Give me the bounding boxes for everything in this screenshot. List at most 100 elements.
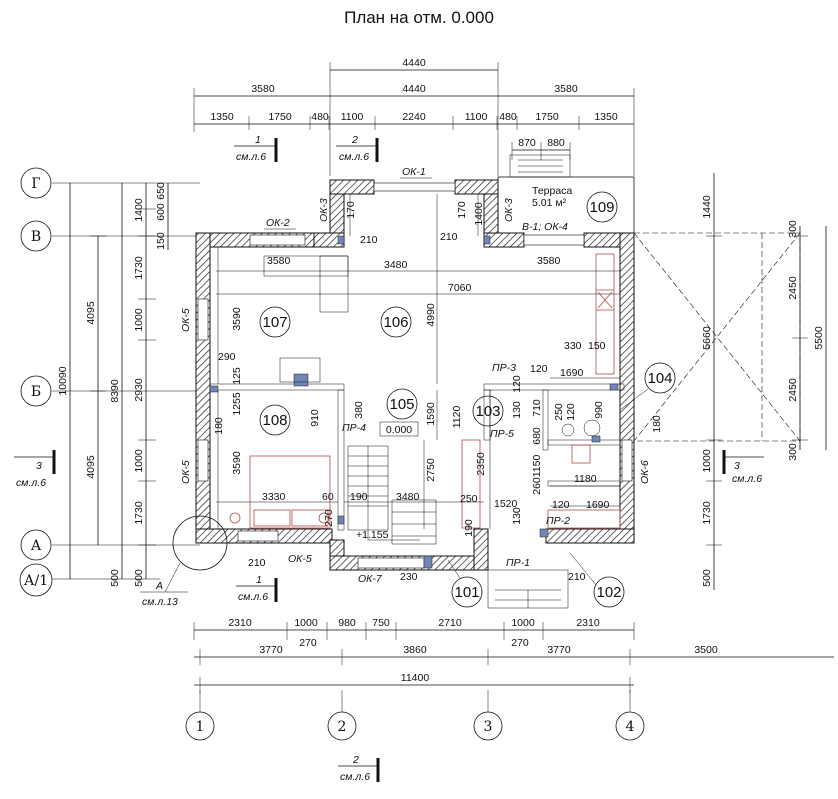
idim-9: 4990 [425, 303, 437, 327]
dim-top-r2-3: 1100 [341, 111, 364, 123]
level-stair: +1.155 [356, 529, 389, 541]
idim-20: 2750 [425, 458, 437, 482]
idim-6: 3480 [384, 259, 408, 271]
label-ok1: ОК-1 [402, 166, 426, 178]
room-105: 105 [386, 388, 418, 420]
room-108-label: 108 [262, 412, 287, 429]
label-pr3: ПР-3 [492, 362, 516, 374]
idim-2: 170 [456, 201, 468, 219]
idim-49: 230 [400, 571, 418, 583]
idim-50: 210 [568, 571, 586, 583]
dim-terrace-1: 880 [547, 137, 565, 149]
idim-43: 1180 [574, 473, 597, 485]
s3-right-num: 3 [734, 460, 740, 472]
idim-11: 290 [218, 351, 236, 363]
idim-17: 1120 [451, 406, 463, 429]
stairs [347, 445, 437, 545]
axis-1: 1 [185, 711, 215, 741]
dim-left-inner-1: 1730 [133, 256, 145, 280]
dim-right-a-1: 5660 [701, 326, 713, 350]
dim-left-mid-1: 8390 [109, 379, 121, 403]
label-ok4: В-1; ОК-4 [522, 221, 568, 233]
idim-25: 270 [323, 509, 335, 527]
idim-1: 1400 [473, 202, 485, 226]
dim-bot-small-0: 270 [299, 637, 317, 649]
s2-bot-ref: см.л.6 [340, 771, 370, 783]
room-108: 108 [259, 404, 291, 436]
dim-right-a-2: 1000 [701, 449, 713, 473]
dim-top-r1-1: 4440 [402, 83, 426, 95]
dim-right-b-3: 300 [787, 443, 799, 461]
dim-left-inner-3: 1730 [133, 501, 145, 525]
dim-bot-r2-3: 3500 [694, 644, 718, 656]
dim-right-a-0: 1440 [701, 195, 713, 219]
s1-top-num: 1 [255, 134, 261, 146]
dim-top-r1-0: 3580 [251, 83, 275, 95]
dim-top-row0: 4440 [402, 57, 426, 69]
axis-3: 3 [473, 711, 503, 741]
dim-left-inner-4: 500 [133, 569, 145, 587]
dim-left-inner-0: 1400 [133, 198, 145, 222]
idim-7: 3580 [537, 255, 561, 267]
plan-title: План на отм. 0.000 [344, 8, 494, 27]
dim-left-outer: 10090 [57, 366, 69, 395]
label-ok3-right: ОК-3 [503, 198, 515, 222]
s3-left-num: 3 [36, 460, 42, 472]
level-marks: 0.000 +1.155 [356, 421, 419, 541]
axis-bubbles: 1 2 3 4 Г В Б А А/1 [19, 167, 645, 741]
room-106-label: 106 [383, 314, 408, 331]
entrance [487, 569, 569, 609]
dim-top-r2-1: 1750 [268, 111, 292, 123]
axis-label-A1: А/1 [24, 573, 48, 589]
idim-47: 180 [651, 415, 663, 433]
dim-top-r2-0: 1350 [210, 111, 234, 123]
dim-bot-r2-2: 3770 [547, 644, 571, 656]
top-dimensions: 4440 3580 4440 3580 1350 1750 480 1100 2… [193, 57, 635, 176]
s1-bot-num: 1 [256, 574, 262, 586]
dim-terrace-0: 870 [518, 137, 536, 149]
s2-top-ref: см.л.6 [339, 151, 369, 163]
dim-top-r2-5: 1100 [465, 111, 488, 123]
dim-right-c: 5500 [813, 326, 825, 350]
dim-right-a-3: 1730 [701, 501, 713, 525]
label-pr5: ПР-5 [490, 428, 514, 440]
section-3-right: 3 см.л.6 [722, 450, 764, 485]
right-dimensions: 1440 5660 1000 1730 500 300 2450 2450 30… [701, 173, 827, 590]
idim-30: 120 [530, 363, 548, 375]
idim-39: 990 [593, 401, 605, 419]
bottom-dimensions: 2310 1000 980 750 2710 1000 2310 270 270… [193, 617, 834, 693]
label-ok5-bottom: ОК-5 [288, 553, 312, 565]
idim-32: 330 [564, 340, 582, 352]
idim-10: 3590 [231, 307, 243, 331]
axis-4: 4 [615, 711, 645, 741]
room-103-label: 103 [475, 403, 500, 420]
dim-left-detail-1: 600 [155, 203, 167, 221]
canopy [633, 232, 801, 442]
idim-21: 3330 [262, 491, 286, 503]
room-109: 109 [586, 191, 618, 223]
dim-top-r1-2: 3580 [554, 83, 578, 95]
axis-B: Б [20, 375, 52, 407]
furniture [229, 253, 621, 529]
dim-top-r2-4: 2240 [402, 111, 426, 123]
idim-23: 190 [350, 491, 368, 503]
idim-46: 1690 [586, 499, 610, 511]
dim-bot-r2-1: 3860 [403, 644, 427, 656]
idim-15: 380 [353, 401, 365, 419]
idim-16: 1590 [425, 402, 437, 426]
node-a-num: А [155, 580, 163, 592]
axis-label-B: Б [31, 384, 41, 400]
idim-41: 1150 [531, 455, 543, 478]
idim-45: 120 [552, 499, 570, 511]
room-107-label: 107 [262, 314, 287, 331]
room-109-label: 109 [589, 199, 614, 216]
idim-35: 130 [511, 401, 523, 419]
room-numbers: 107 106 108 105 103 104 109 101 102 [259, 191, 676, 608]
dim-left-mid-0: 4095 [85, 301, 97, 325]
idim-18: 180 [213, 417, 225, 435]
room-102: 102 [593, 576, 625, 608]
idim-38: 120 [565, 403, 577, 421]
dim-left-detail-0: 650 [155, 182, 167, 200]
s2-top-num: 2 [351, 134, 358, 146]
room-103: 103 [472, 395, 504, 427]
